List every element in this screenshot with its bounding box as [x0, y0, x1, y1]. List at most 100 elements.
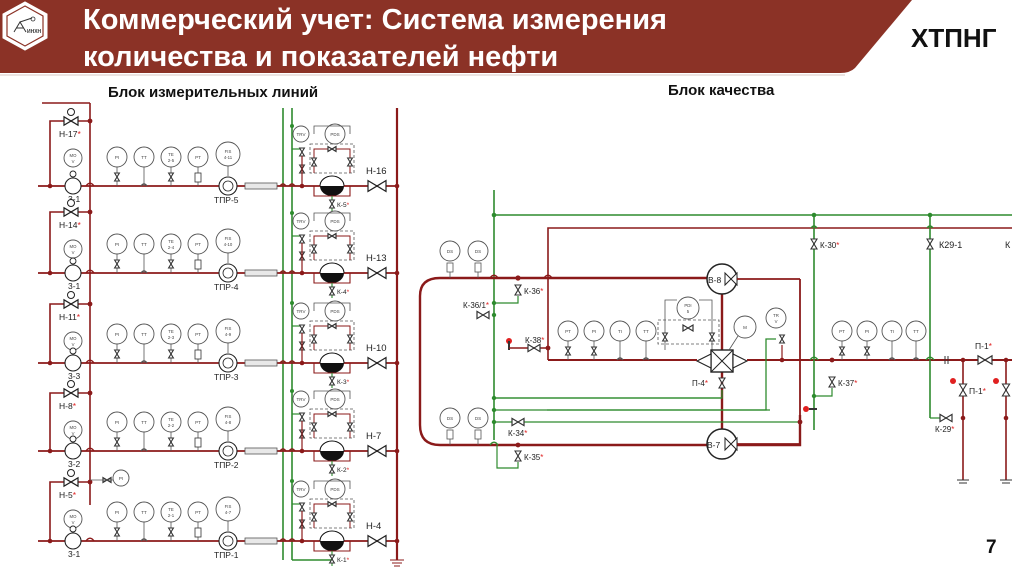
ds-instrument: DS	[467, 407, 489, 429]
valve-k29-1-label: К29-1	[939, 240, 962, 250]
junction-dot	[290, 211, 294, 215]
valve-body	[958, 383, 968, 397]
instrument-tag: TRV	[297, 487, 306, 492]
instrument-bubble	[160, 501, 182, 523]
pi-instrument: PI	[106, 501, 128, 523]
valve-k36-label: К-36*	[524, 287, 543, 296]
instrument-tag: TR	[773, 313, 779, 318]
junction-dot	[299, 538, 305, 544]
filter-label: 3-1	[68, 549, 81, 559]
valve-p1-top-icon	[977, 354, 993, 366]
strainer-icon	[320, 363, 344, 373]
isolation-valve-icon	[661, 332, 669, 342]
isolation-valve-icon	[167, 259, 175, 269]
outlet-valve-icon	[367, 179, 387, 193]
instrument-tag: V	[72, 342, 75, 347]
junction-dot	[394, 448, 400, 454]
valve-body	[310, 422, 318, 432]
meter-label: ТПР-4	[214, 282, 239, 292]
valve-body	[346, 334, 354, 344]
instrument-bubble	[63, 509, 83, 529]
actuator-icon	[67, 108, 75, 116]
valve-k36-icon	[514, 284, 522, 296]
filter-icon	[64, 177, 82, 195]
junction-dot	[545, 345, 551, 351]
crossover-icon	[925, 356, 935, 361]
isolation-valve-icon	[863, 346, 871, 356]
valve-body	[167, 437, 175, 447]
crossover-icon	[85, 537, 95, 542]
valve-body	[113, 259, 121, 269]
valve-body	[810, 238, 818, 250]
pds-manifold-box	[309, 408, 355, 439]
isolation-valve-icon	[346, 512, 354, 522]
filter-icon	[64, 264, 82, 282]
pt-instrument: PT	[187, 411, 209, 433]
valve-body	[63, 115, 79, 127]
valve-k29-1-icon	[926, 238, 934, 250]
valve-body	[682, 323, 694, 333]
thermowell-icon	[140, 360, 148, 364]
ds-instrument: DS	[439, 407, 461, 429]
instrument-tag: PDS	[330, 219, 339, 224]
crossover-icon	[926, 225, 934, 229]
junction-dot	[491, 407, 497, 413]
crossover-icon	[279, 183, 287, 187]
isolation-valve-icon	[346, 334, 354, 344]
inlet-valve-icon	[63, 115, 79, 127]
straight-pipe-section	[244, 269, 278, 277]
valve-body	[328, 286, 336, 296]
pt-instrument: PT	[831, 320, 853, 342]
valve-k29-icon	[939, 413, 953, 423]
instrument-tag: PT	[195, 155, 201, 160]
pt-instrument: PT	[187, 146, 209, 168]
instrument-bubble	[63, 148, 83, 168]
valve-b8-label: В-8	[708, 275, 722, 285]
flange-icon	[944, 356, 949, 364]
junction-dot	[87, 479, 93, 485]
junction-dot	[47, 183, 53, 189]
instrument-tag: FIS	[225, 504, 232, 509]
ti-instrument: TI	[609, 320, 631, 342]
equalizing-valve-icon	[327, 232, 337, 240]
page-title: Коммерческий учет: Система измерения кол…	[83, 2, 667, 76]
outlet-valve-label: Н-4	[366, 521, 381, 532]
valve-body	[367, 356, 387, 370]
actuator-icon	[67, 380, 75, 388]
gauge-icon	[69, 170, 77, 178]
relief-valve-icon	[298, 502, 306, 512]
instrument-tag: PI	[115, 242, 119, 247]
te-instrument: TE2-4	[160, 233, 182, 255]
sampler-marker	[803, 406, 809, 412]
crossover-icon	[279, 270, 287, 274]
header-background	[0, 0, 912, 76]
pt-instrument: PT	[557, 320, 579, 342]
junction-dot	[290, 301, 294, 305]
isolation-valve-icon	[590, 346, 598, 356]
pi-instrument: PI	[106, 233, 128, 255]
strainer-icon	[320, 541, 344, 551]
quality-block-label: Блок качества	[668, 82, 775, 99]
junction-dot	[515, 442, 521, 448]
filter-icon	[64, 354, 82, 372]
valve-k34-icon	[511, 417, 525, 427]
mov-instrument: MOV	[63, 509, 83, 529]
isolation-valve-icon	[310, 334, 318, 344]
sample-point-icon	[474, 429, 482, 440]
sample-return-pipe	[547, 227, 1012, 360]
isolation-valve-icon	[167, 349, 175, 359]
trv-instrument: TRV	[292, 480, 310, 498]
tt-instrument: TT	[133, 233, 155, 255]
ds-instrument: DS	[439, 240, 461, 262]
meter-label: ТПР-5	[214, 195, 239, 205]
valve-body	[327, 500, 337, 508]
sample-point-icon	[474, 262, 482, 273]
junction-dot	[394, 538, 400, 544]
crossover-icon	[489, 274, 499, 279]
valve-body	[113, 437, 121, 447]
manifold-icon	[194, 349, 202, 360]
